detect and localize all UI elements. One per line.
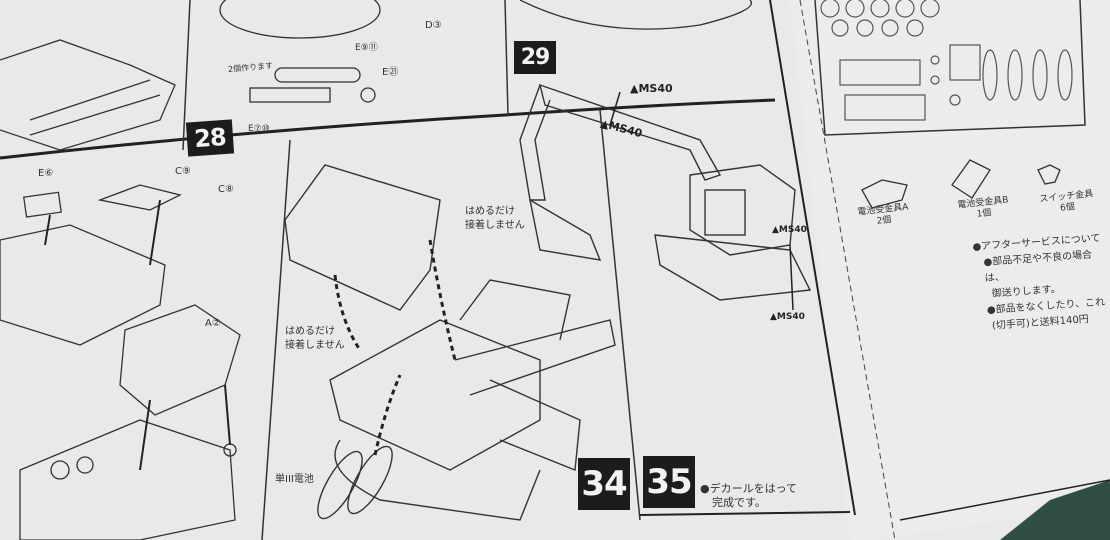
section-divider — [0, 98, 776, 160]
part-label-a2: A② — [205, 318, 221, 329]
track — [334, 439, 541, 521]
brand-mark-text: MS40 — [778, 225, 807, 235]
right-page — [790, 0, 1110, 540]
fit-only-note: はめるだけ 接着しません — [465, 205, 525, 233]
switch-bracket-icon — [1037, 164, 1061, 185]
brand-mark: ▲MS40 — [770, 312, 805, 322]
note-line: 接着しません — [465, 220, 525, 231]
brand-mark-text: MS40 — [776, 312, 805, 322]
part-label-e9-11: E⑨⑪ — [355, 43, 378, 53]
note-line: はめるだけ — [465, 206, 515, 217]
brand-mark-text: MS40 — [638, 82, 673, 95]
after-service-section: ●アフターサービスについて ●部品不足や不良の場合は、 御送りします。 ●部品を… — [972, 230, 1110, 335]
step-35-badge: 35 — [643, 456, 695, 508]
engine-cover — [284, 164, 441, 311]
battery-bracket-b-icon — [951, 159, 991, 199]
part-label-e21: E㉑ — [382, 67, 399, 78]
battery-2 — [347, 445, 393, 515]
part-label-e7-10: E⑦⑩ — [248, 124, 270, 134]
step-34-badge: 34 — [578, 458, 630, 510]
finish-note: ●デカールをはって 完成です。 — [700, 482, 797, 510]
note-line: はめるだけ — [285, 326, 335, 337]
note-line: 接着しません — [285, 340, 345, 351]
brand-mark: ▲MS40 — [630, 82, 673, 95]
note-line: 完成です。 — [712, 496, 766, 509]
cutting-mat — [1000, 480, 1110, 540]
battery-label: 単III電池 — [275, 474, 314, 485]
note-line: ●デカールをはって — [700, 482, 798, 495]
fold-dashed-line — [799, 0, 896, 540]
battery-1 — [317, 450, 363, 520]
page-edge-line — [769, 0, 856, 516]
part-label-d3: D③ — [425, 20, 442, 31]
fit-only-note: はめるだけ 接着しません — [285, 325, 345, 353]
step-29-badge: 29 — [514, 41, 556, 74]
parts-sprue — [814, 0, 1086, 136]
battery-bracket-a-icon — [861, 179, 908, 209]
part-label-e6: E⑥ — [38, 168, 54, 179]
part-label-c8: C⑧ — [218, 184, 234, 195]
step-28-badge: 28 — [185, 119, 235, 157]
boom — [454, 319, 616, 396]
brand-mark: ▲MS40 — [772, 225, 807, 235]
excavator-illustration — [519, 83, 812, 301]
battery-box-lid — [119, 304, 241, 416]
part-label-c9: C⑨ — [175, 166, 191, 177]
upper-body — [329, 319, 541, 471]
